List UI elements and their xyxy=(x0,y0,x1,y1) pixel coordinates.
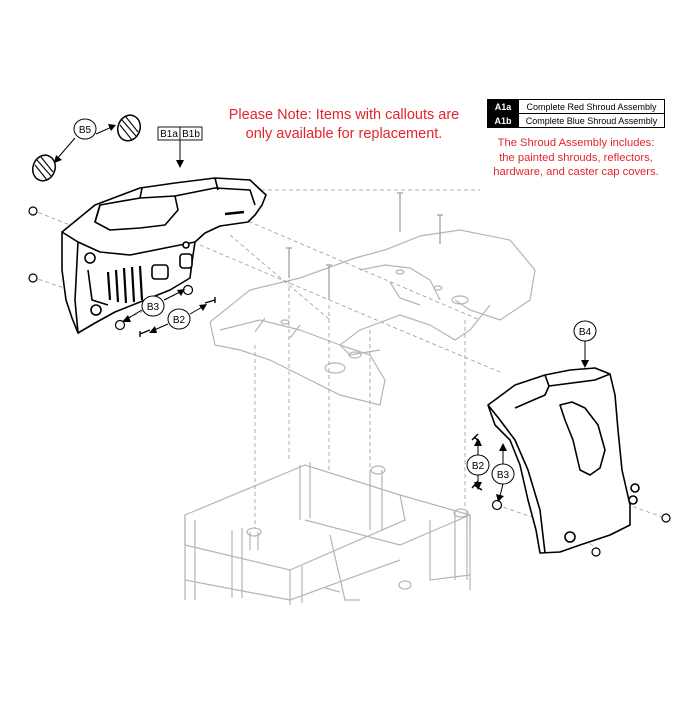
seat-pan-background xyxy=(209,229,536,406)
reflector-part xyxy=(31,114,142,182)
frame-background xyxy=(184,462,471,605)
callout-b5-label: B5 xyxy=(79,125,92,136)
callout-b1: B1a B1b xyxy=(157,126,203,168)
callout-b1b-label: B1b xyxy=(182,129,200,140)
callout-b3-right-label: B3 xyxy=(497,470,510,481)
rear-shroud-part xyxy=(487,367,640,554)
legend-description: Complete Red Shroud Assembly xyxy=(518,99,665,114)
nut-hardware-right xyxy=(491,499,671,557)
assembly-legend-table: A1a Complete Red Shroud Assembly A1b Com… xyxy=(487,99,665,128)
callout-b4: B4 xyxy=(573,320,597,368)
legend-code: A1a xyxy=(487,99,519,114)
replacement-note: Please Note: Items with callouts are onl… xyxy=(218,106,470,144)
nut-hardware-left xyxy=(28,206,194,331)
assembly-note-line-1: The Shroud Assembly includes: xyxy=(497,137,655,149)
legend-code: A1b xyxy=(487,113,519,128)
callout-b2-left: B2 xyxy=(149,304,207,333)
callout-b2-right-label: B2 xyxy=(472,461,485,472)
front-shroud-part xyxy=(61,177,267,334)
legend-row: A1b Complete Blue Shroud Assembly xyxy=(487,113,665,128)
replacement-note-line-2: only available for replacement. xyxy=(245,126,443,142)
callout-b4-label: B4 xyxy=(579,327,592,338)
screw-hardware-left xyxy=(139,297,216,337)
callout-b3-right: B3 xyxy=(491,443,515,502)
callout-b5: B5 xyxy=(54,118,116,163)
replacement-note-line-1: Please Note: Items with callouts are xyxy=(228,107,460,123)
legend-description: Complete Blue Shroud Assembly xyxy=(518,113,665,128)
legend-row: A1a Complete Red Shroud Assembly xyxy=(487,99,665,114)
callout-b1a-label: B1a xyxy=(160,129,178,140)
callout-b3-left-label: B3 xyxy=(147,302,160,313)
callout-b2-right: B2 xyxy=(466,438,490,490)
assembly-includes-note: The Shroud Assembly includes: the painte… xyxy=(484,136,668,180)
callout-b3-left: B3 xyxy=(122,289,185,322)
mounting-bolts xyxy=(286,192,443,300)
callout-b2-left-label: B2 xyxy=(173,315,186,326)
assembly-note-line-2: the painted shrouds, reflectors, xyxy=(499,151,653,164)
assembly-note-line-3: hardware, and caster cap covers. xyxy=(493,166,659,178)
